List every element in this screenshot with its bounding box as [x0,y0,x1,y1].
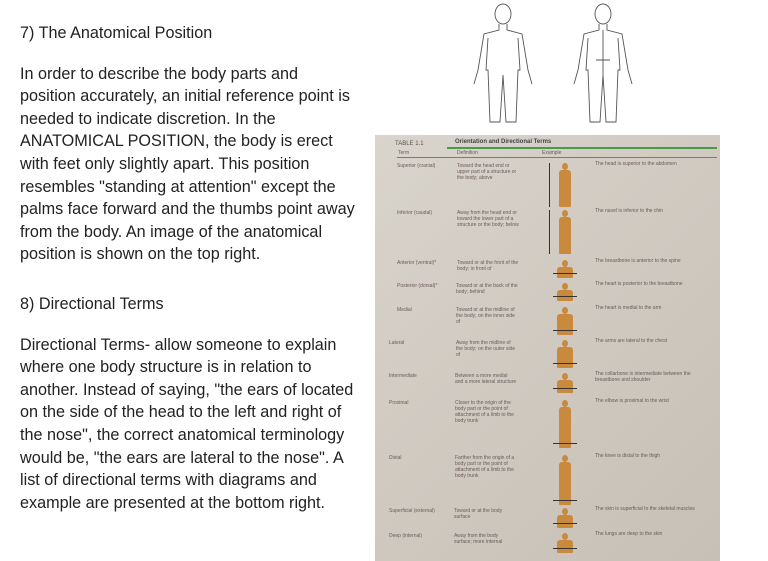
definition: Away from the head end or toward the low… [457,210,519,228]
paragraph-line: the nose", the correct anatomical termin… [20,425,345,444]
example: The elbow is proximal to the wrist [595,398,669,404]
direction-arrow-icon [553,500,577,501]
direction-arrow-icon [553,388,577,389]
section-8-heading: 8) Directional Terms [20,295,164,313]
direction-arrow-icon [553,548,577,549]
direction-arrow-icon [553,273,577,274]
section-8: 8) Directional Terms Directional Terms- … [20,293,353,514]
definition: Away from the midline of the body; on th… [456,340,516,358]
example: The navel is inferior to the chin [595,208,664,214]
paragraph-line: with feet only slightly apart. This posi… [20,154,310,173]
term: Medial [397,307,412,313]
table-title: Orientation and Directional Terms [455,139,552,145]
definition: Between a more medial and a more lateral… [455,373,517,385]
paragraph-line: would be, "the ears are lateral to the n… [20,448,344,467]
paragraph-line: where one body structure is in relation … [20,358,312,377]
example: The heart is medial to the arm [595,305,662,311]
section-7-heading: 7) The Anatomical Position [20,24,213,42]
direction-arrow-icon [549,210,550,254]
example: The heart is posterior to the breastbone [595,281,683,287]
direction-arrow-icon [553,296,577,297]
table-label: TABLE 1.1 [395,141,424,147]
direction-arrow-icon [553,330,577,331]
term: Posterior (dorsal)* [397,283,438,289]
direction-arrow-icon [553,363,577,364]
definition: Closer to the origin of the body part or… [455,400,514,424]
term: Superior (cranial) [397,163,436,169]
definition: Away from the body surface; more interna… [454,533,503,545]
paragraph-line: position accurately, an initial referenc… [20,87,350,106]
header-example: Example [542,150,562,156]
paragraph-line: palms face forward and the thumbs point … [20,200,355,219]
example: The collarbone is intermediate between t… [595,371,691,383]
direction-arrow-icon [553,443,577,444]
definition: Toward or at the body surface [454,508,503,520]
paragraph-line: In order to describe the body parts and [20,64,299,83]
paragraph-line: list of directional terms with diagrams … [20,471,317,490]
example: The lungs are deep to the skin [595,531,663,537]
direction-arrow-icon [549,163,550,207]
back-view-figure [573,3,633,123]
paragraph-line: resembles "standing at attention" except… [20,177,336,196]
definition: Farther from the origin of a body part o… [455,455,515,479]
term: Inferior (caudal) [397,210,433,216]
paragraph-line: ANATOMICAL POSITION, the body is erect [20,132,333,151]
example: The breastbone is anterior to the spine [595,258,681,264]
definition: Toward or at the front of the body; in f… [457,260,519,272]
paragraph-line: on the side of the head to the left and … [20,403,342,422]
definition: Toward or at the back of the body; behin… [456,283,518,295]
directional-terms-table-photo: TABLE 1.1 Orientation and Directional Te… [375,135,720,561]
direction-arrow-icon [553,523,577,524]
example: The head is superior to the abdomen [595,161,677,167]
front-view-figure [473,3,533,123]
term: Distal [389,455,402,461]
term: Deep (internal) [389,533,423,539]
definition: Toward or at the midline of the body; on… [456,307,515,325]
definition: Toward the head end or upper part of a s… [457,163,517,181]
term: Lateral [389,340,405,346]
example: The skin is superficial to the skeletal … [595,506,695,512]
paragraph-line: needed to indicate discretion. In the [20,109,276,128]
example: The arms are lateral to the chest [595,338,667,344]
example: The knee is distal to the thigh [595,453,661,459]
paragraph-line: example are presented at the bottom righ… [20,493,326,512]
paragraph-line: from the body. An image of the anatomica… [20,222,323,241]
term: Intermediate [389,373,417,379]
paragraph-line: position is shown on the top right. [20,245,261,264]
section-7: 7) The Anatomical Position In order to d… [20,22,355,266]
anatomical-position-diagram [473,3,633,123]
paragraph-line: Directional Terms- allow someone to expl… [20,335,337,354]
paragraph-line: another. Instead of saying, "the ears of… [20,380,354,399]
header-term: Term [398,150,410,156]
header-definition: Definition [457,150,478,156]
term: Anterior (ventral)* [397,260,437,266]
term: Superficial (external) [389,508,435,514]
term: Proximal [389,400,409,406]
